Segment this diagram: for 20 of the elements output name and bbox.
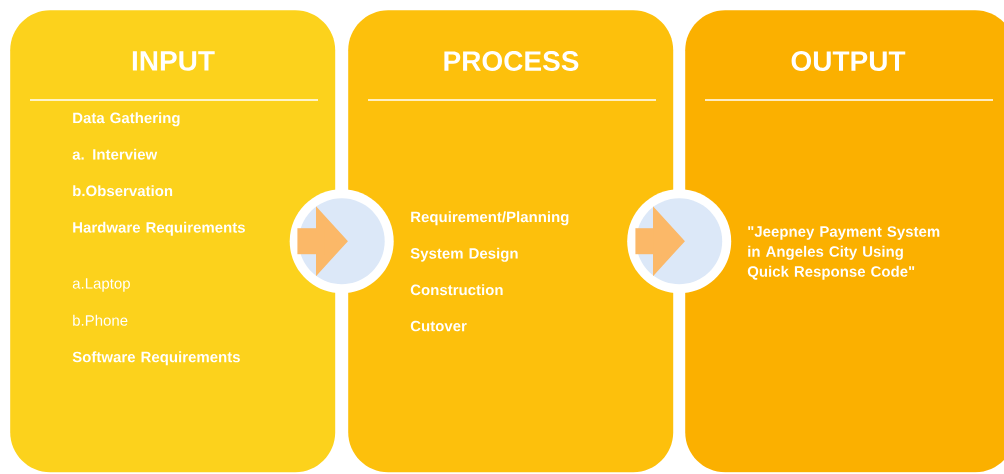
panel-heading: OUTPUT xyxy=(791,51,906,71)
list-item: b.Phone xyxy=(73,314,128,326)
panel xyxy=(685,10,1004,473)
list-item: a. Interview xyxy=(72,148,158,160)
panel-heading: PROCESS xyxy=(444,51,579,71)
list-item: "Jeepney Payment System in Angeles City Using Quick Response Code" xyxy=(747,226,940,280)
list-item: Cutover xyxy=(410,320,467,332)
arrow xyxy=(289,189,394,294)
list-item: Requirement/Planning xyxy=(411,211,569,226)
arrow xyxy=(627,189,732,294)
panel xyxy=(348,10,674,473)
list-item: a.Laptop xyxy=(72,278,130,292)
panel xyxy=(10,10,336,473)
list-item: b.Observation xyxy=(73,185,173,197)
list-item: Software Requirements xyxy=(72,351,240,366)
list-item: Hardware Requirements xyxy=(73,221,245,236)
list-item: Construction xyxy=(410,284,503,296)
list-item: Data Gathering xyxy=(73,112,180,127)
panel-heading: INPUT xyxy=(132,51,215,71)
list-item: System Design xyxy=(410,247,518,262)
